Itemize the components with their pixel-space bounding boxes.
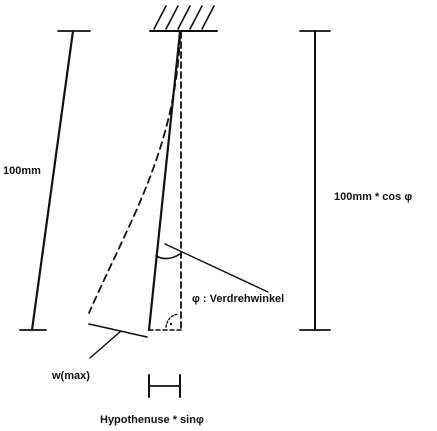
- horizontal-dimension: [148, 374, 181, 398]
- label-length-left: 100mm: [3, 165, 41, 177]
- deflection-leader: [89, 330, 122, 359]
- right-angle-marker: [165, 313, 180, 328]
- fixed-support: [149, 5, 218, 32]
- label-deflection: w(max): [52, 370, 90, 382]
- left-dimension-line: [19, 29, 91, 332]
- deflection-curve-dashed: [88, 35, 181, 314]
- right-dimension-line: [299, 30, 331, 331]
- label-horizontal: Hypothenuse * sinφ: [100, 414, 204, 426]
- deflection-segment: [88, 323, 148, 338]
- angle-arc: [155, 253, 181, 260]
- label-angle: φ : Verdrehwinkel: [192, 293, 285, 305]
- right-angle-dot: [169, 322, 173, 326]
- angle-leader: [164, 243, 269, 293]
- label-length-right: 100mm * cos φ: [334, 191, 413, 203]
- rotated-rod: [147, 30, 182, 332]
